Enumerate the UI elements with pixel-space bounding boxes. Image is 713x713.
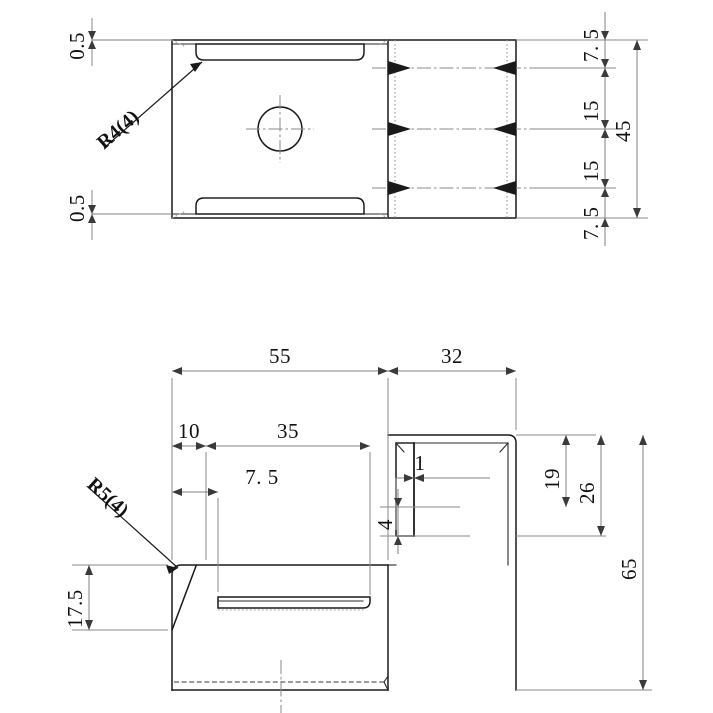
- front-view-geometry: [171, 434, 517, 713]
- top-view-right-chain: 7. 5 15 15 7. 5 45: [516, 12, 648, 246]
- dim-label-19: 19: [540, 468, 564, 490]
- front-view-dim-10: 10: [172, 419, 207, 560]
- dim-label-15-lower: 15: [579, 160, 603, 182]
- dim-label-1: 1: [415, 451, 426, 475]
- front-view-radius-callout: R5(4): [83, 473, 179, 574]
- top-view-geometry: [171, 39, 534, 219]
- flange-slot-marks: [388, 61, 516, 195]
- front-view-dim-4: 4: [373, 489, 470, 554]
- dim-label-7p5-front: 7. 5: [245, 465, 279, 489]
- front-view-dim-35: 35: [206, 419, 371, 595]
- front-view-dim-26: 26: [516, 435, 606, 537]
- dim-label-4: 4: [373, 519, 397, 530]
- front-view-dim-1: 1: [395, 451, 490, 530]
- top-view-radius-callout: R4(4): [93, 61, 203, 154]
- radius-label-r4: R4(4): [93, 106, 143, 154]
- dim-label-45: 45: [611, 120, 635, 142]
- dim-label-7p5-top: 7. 5: [579, 29, 603, 63]
- dim-label-26: 26: [575, 482, 599, 504]
- dim-label-0p5-bottom: 0.5: [65, 194, 89, 222]
- dim-label-32: 32: [441, 344, 463, 368]
- front-view-dim-7p5: 7. 5: [172, 465, 279, 592]
- dim-label-55: 55: [269, 344, 291, 368]
- front-view-dim-19: 19: [516, 434, 596, 507]
- top-view-dim-0p5-top: 0.5: [65, 18, 172, 66]
- dim-label-17p5: 17.5: [63, 589, 87, 628]
- dim-label-65: 65: [617, 558, 641, 580]
- dim-label-10: 10: [178, 419, 200, 443]
- dim-label-0p5-top: 0.5: [65, 32, 89, 60]
- front-view-dim-17p5: 17.5: [63, 564, 168, 631]
- front-view-dim-65: 65: [516, 435, 652, 691]
- dim-label-15-upper: 15: [579, 100, 603, 122]
- front-view-dim-55: 55: [171, 344, 389, 560]
- dim-label-7p5-bottom: 7. 5: [579, 207, 603, 241]
- front-view-dim-32: 32: [388, 344, 517, 430]
- dim-label-35: 35: [277, 419, 299, 443]
- top-view-dim-0p5-bottom: 0.5: [65, 190, 172, 240]
- radius-label-r5: R5(4): [83, 473, 133, 521]
